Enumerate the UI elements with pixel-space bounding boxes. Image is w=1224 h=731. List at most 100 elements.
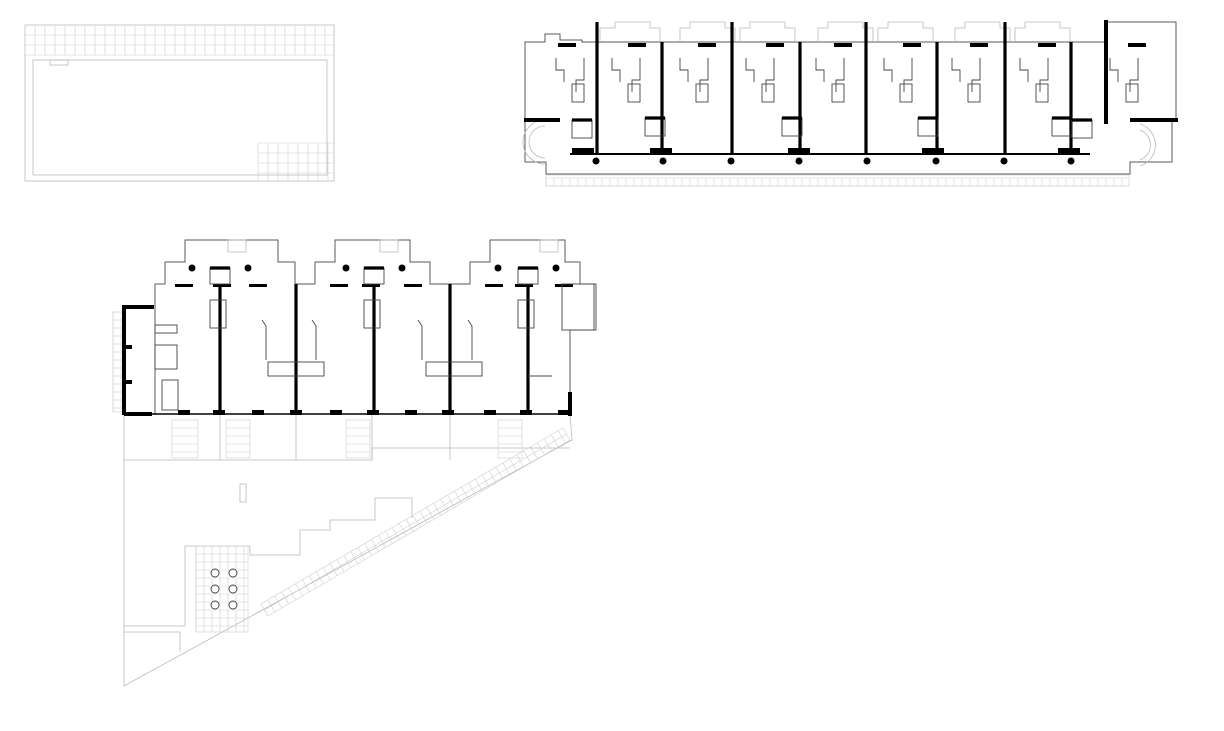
garden-lower-edge <box>124 631 181 652</box>
wall-stub <box>555 284 573 287</box>
counter <box>1109 58 1119 82</box>
band-joint <box>488 470 497 484</box>
garden-step-edge <box>124 497 413 627</box>
kitchen-island <box>267 361 325 377</box>
band-joint <box>281 591 289 605</box>
kitchen-island <box>425 361 483 377</box>
stair-core <box>517 267 539 285</box>
wall-stub <box>330 284 348 287</box>
wall-stub <box>485 284 503 287</box>
pier <box>213 410 225 415</box>
cabinet <box>627 83 641 103</box>
band-joint <box>474 478 483 492</box>
wall-stub <box>1128 43 1146 47</box>
upper-floor-plan <box>522 20 1178 187</box>
wall-stub <box>175 284 193 287</box>
band-joint <box>378 535 386 548</box>
pier <box>484 410 496 415</box>
side-room-fixture <box>154 344 178 370</box>
band-joint <box>267 599 276 613</box>
cabinet <box>1125 83 1139 103</box>
band-joint <box>426 507 435 520</box>
roof-parapet <box>32 59 328 176</box>
counter <box>699 58 709 92</box>
band-joint <box>481 474 490 488</box>
band-joint <box>509 458 518 472</box>
column <box>863 157 871 165</box>
cabinet <box>831 83 845 103</box>
bay-roof-2 <box>679 21 736 42</box>
cabinet <box>899 83 913 103</box>
side-room-fixture <box>161 379 179 411</box>
column <box>188 264 196 272</box>
band-joint <box>405 519 414 532</box>
end-wall-segment <box>124 345 132 349</box>
wet-core <box>571 119 593 139</box>
cabinet <box>1035 83 1049 103</box>
wet-core <box>1071 119 1093 139</box>
pier <box>520 410 532 415</box>
band-joint <box>329 563 338 576</box>
door-swing <box>417 319 423 360</box>
bay-roof-7 <box>1014 21 1071 42</box>
band-joint <box>295 583 303 597</box>
column <box>1067 157 1075 165</box>
end-wall-segment <box>124 380 132 384</box>
band-joint <box>274 595 283 609</box>
right-stair-tower <box>1139 123 1156 167</box>
patio-slab <box>171 419 199 459</box>
pier <box>252 410 264 415</box>
patio-slab <box>345 419 371 459</box>
corner-room <box>561 283 595 331</box>
cabinet <box>695 83 709 103</box>
wall-stub <box>558 43 576 47</box>
upper-fixtures <box>555 58 1139 103</box>
counter <box>1039 58 1049 92</box>
stair-core <box>209 267 231 285</box>
door-swing <box>261 319 267 360</box>
pier <box>558 410 570 415</box>
threshold <box>650 148 672 154</box>
wall-stub <box>1038 43 1056 47</box>
balcony-paving <box>545 174 1130 187</box>
band-joint <box>523 450 531 464</box>
counter <box>611 58 621 82</box>
band-joint <box>392 527 400 540</box>
band-joint <box>322 567 331 580</box>
upper-end-wall-right <box>1130 118 1178 122</box>
wall-stub <box>213 284 231 287</box>
roof-paving-corner <box>257 142 334 181</box>
wall-stub <box>970 43 988 47</box>
stair-core <box>363 267 385 285</box>
band-joint <box>350 551 359 564</box>
ground-partition-walls <box>124 284 573 416</box>
band-joint <box>433 503 442 516</box>
ground-end-wall-right <box>568 392 572 416</box>
bay-roof-1 <box>599 21 661 42</box>
counter <box>1129 58 1139 92</box>
counter <box>835 58 845 92</box>
balcony-stair-2 <box>379 239 399 253</box>
band-joint <box>336 559 345 572</box>
counter <box>815 58 825 82</box>
counter <box>951 58 961 82</box>
pier <box>330 410 342 415</box>
column <box>727 157 735 165</box>
column <box>244 264 252 272</box>
band-joint <box>364 543 372 556</box>
column <box>1000 157 1008 165</box>
band-joint <box>419 511 428 524</box>
side-terrace-grid <box>112 311 125 412</box>
column <box>795 157 803 165</box>
threshold <box>922 148 944 154</box>
band-joint <box>309 575 317 588</box>
column <box>592 157 600 165</box>
wall-stub <box>249 284 267 287</box>
patio-slab <box>225 419 251 459</box>
wall-stub <box>834 43 852 47</box>
cabinet <box>967 83 981 103</box>
counter <box>971 58 981 92</box>
counter <box>631 58 641 92</box>
band-joint <box>385 531 393 544</box>
wall-stub <box>362 284 380 287</box>
